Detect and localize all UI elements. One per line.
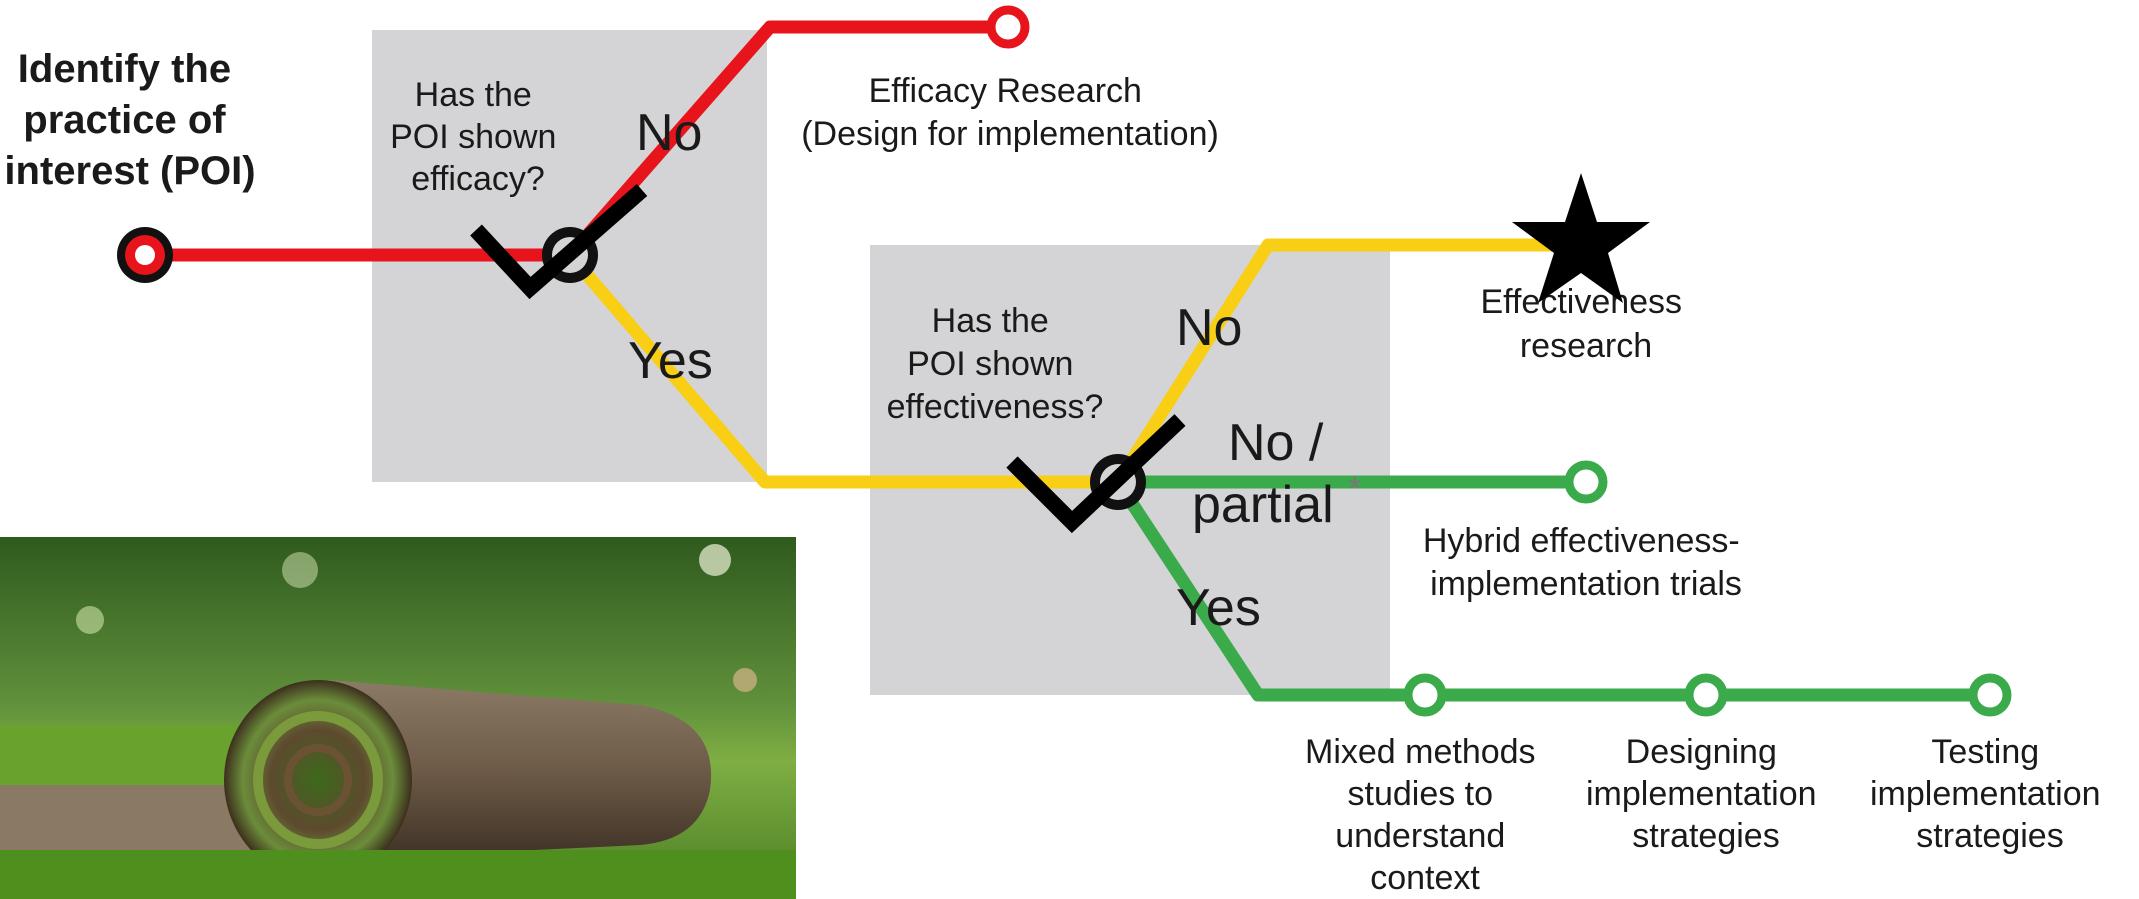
decision1-no-label: No: [636, 104, 702, 162]
start-label: Identify the practice of interest (POI): [4, 47, 255, 193]
checkmark-icon: [470, 183, 648, 300]
efficacy-research-label: Efficacy Research (Design for implementa…: [801, 72, 1219, 153]
testing-strategies-label: Testing implementation strategies: [1870, 733, 2110, 855]
start-stop-center: [135, 245, 155, 265]
stop-mixed-methods: [1403, 673, 1447, 717]
green-line-main: [1112, 478, 1990, 702]
decision2-partial-marker: *: [1348, 470, 1361, 508]
checkmark-icon: [1006, 414, 1186, 534]
stop-designing-strategies: [1684, 673, 1728, 717]
red-line: [145, 20, 1008, 262]
hybrid-trials-stop: [1564, 460, 1608, 504]
decision2-yes-label: Yes: [1176, 579, 1261, 637]
decision1-question: Has the POI shown efficacy?: [390, 76, 566, 198]
star-icon: [1512, 173, 1650, 303]
designing-strategies-label: Designing implementation strategies: [1586, 733, 1826, 855]
grass-roll-photo: [0, 537, 796, 899]
decision1-yes-label: Yes: [628, 332, 713, 390]
stop-testing-strategies: [1968, 673, 2012, 717]
decision2-question: Has the POI shown effectiveness?: [887, 302, 1104, 426]
efficacy-research-stop: [986, 5, 1030, 49]
decision2-no-label: No: [1176, 299, 1242, 357]
effectiveness-research-label: Effectiveness research: [1480, 283, 1691, 365]
mixed-methods-label: Mixed methods studies to understand cont…: [1305, 733, 1545, 897]
decision2-partial-label: No / partial: [1192, 414, 1338, 534]
hybrid-trials-label: Hybrid effectiveness- implementation tri…: [1423, 522, 1749, 603]
